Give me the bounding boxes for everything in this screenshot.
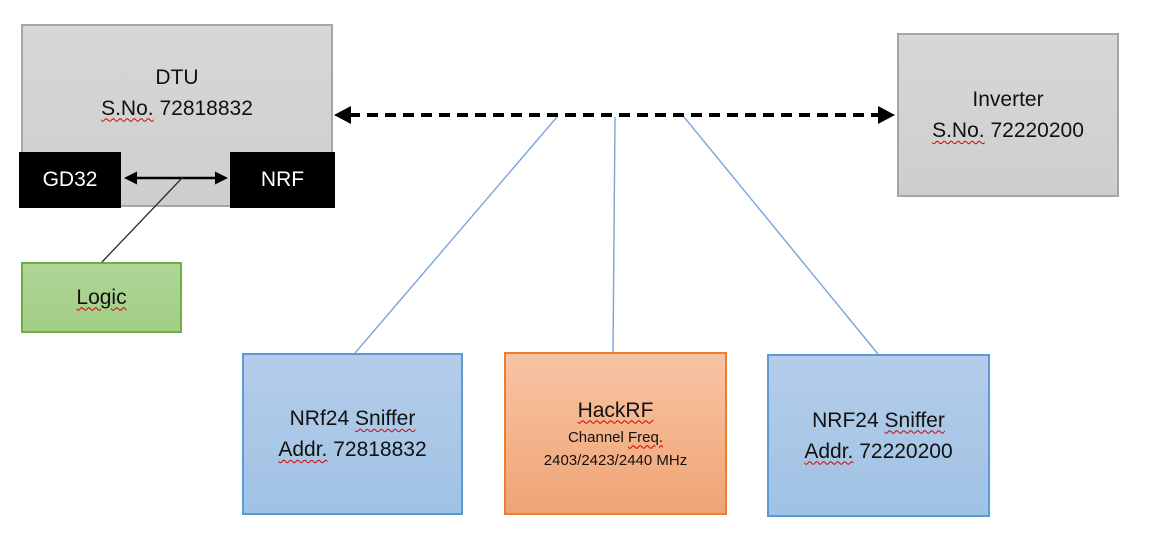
logic-box: Logic bbox=[21, 262, 182, 333]
sniffer-left-addr-value: 72818832 bbox=[333, 438, 427, 461]
logic-label: Logic bbox=[76, 285, 127, 309]
sniffer-right-addr-label: Addr. bbox=[804, 439, 854, 463]
hackrf-subtitle-word: Channel bbox=[567, 428, 624, 446]
inverter-serial-number: 72220200 bbox=[990, 119, 1084, 142]
gd32-label: GD32 bbox=[42, 168, 98, 191]
sniffer-left-model: NRf24 bbox=[289, 407, 350, 430]
hackrf-connector-line bbox=[612, 116, 616, 353]
sniffer-right-box: NRF24 Sniffer Addr. 72220200 bbox=[767, 354, 990, 517]
hackrf-box: HackRF Channel Freq. 2403/2423/2440 MHz bbox=[504, 352, 727, 515]
arrowhead-left bbox=[334, 106, 351, 124]
dtu-serial: S.No. 72818832 bbox=[101, 93, 253, 124]
sniffer-right-model: NRF24 bbox=[812, 408, 879, 432]
dtu-serial-prefix: S.No. bbox=[101, 96, 154, 120]
inverter-serial: S.No. 72220200 bbox=[932, 115, 1084, 146]
sniffer-right-address: Addr. 72220200 bbox=[804, 436, 952, 467]
hackrf-subtitle: Channel Freq. bbox=[568, 426, 663, 449]
nrf-chip: NRF bbox=[230, 152, 335, 208]
arrowhead-right bbox=[878, 106, 895, 124]
sniffer-left-addr-label: Addr. bbox=[278, 438, 328, 461]
dtu-serial-number: 72818832 bbox=[159, 96, 253, 120]
sniffer-left-title: NRf24 Sniffer bbox=[290, 403, 416, 434]
dtu-title: DTU bbox=[155, 65, 199, 89]
sniffer-left-address: Addr. 72818832 bbox=[278, 434, 426, 465]
sniffer-right-connector-line bbox=[683, 116, 879, 355]
hackrf-title: HackRF bbox=[577, 398, 654, 422]
sniffer-right-type: Sniffer bbox=[884, 408, 945, 432]
sniffer-left-box: NRf24 Sniffer Addr. 72818832 bbox=[242, 353, 463, 515]
gd32-chip: GD32 bbox=[19, 152, 121, 208]
hackrf-frequencies: 2403/2423/2440 MHz bbox=[543, 451, 688, 469]
sniffer-right-title: NRF24 Sniffer bbox=[812, 405, 945, 436]
wireless-link-arrow bbox=[334, 106, 895, 124]
sniffer-left-connector-line bbox=[354, 116, 558, 354]
nrf-label: NRF bbox=[260, 168, 305, 191]
inverter-serial-prefix: S.No. bbox=[932, 119, 985, 142]
hackrf-subtitle-freq: Freq. bbox=[628, 428, 664, 446]
sniffer-left-type: Sniffer bbox=[355, 407, 416, 430]
inverter-title: Inverter bbox=[972, 88, 1044, 111]
inverter-box: Inverter S.No. 72220200 bbox=[897, 33, 1119, 197]
sniffer-right-addr-value: 72220200 bbox=[859, 439, 953, 463]
